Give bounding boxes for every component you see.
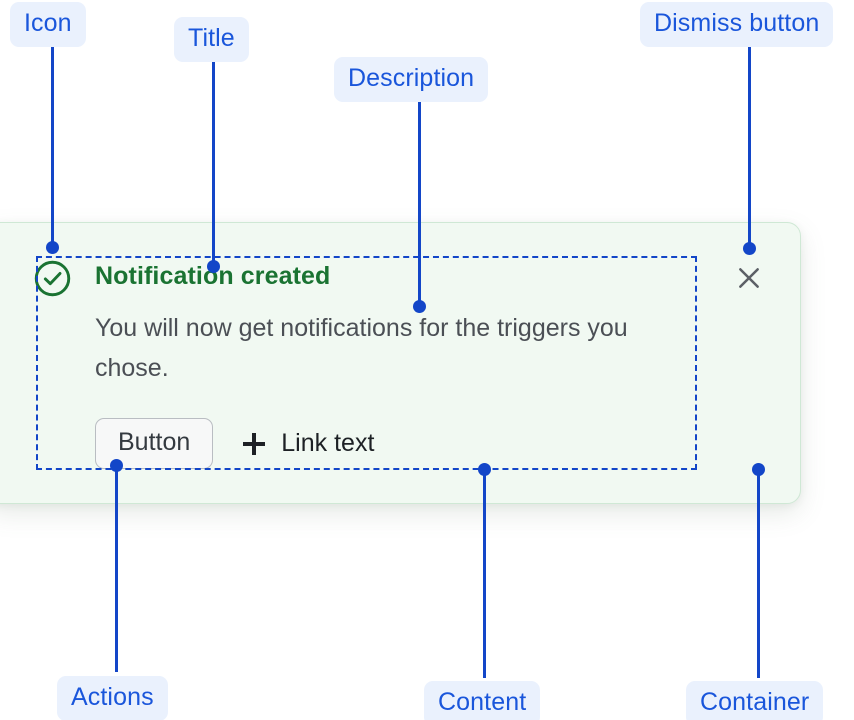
connector-dot-title bbox=[207, 260, 220, 273]
connector-line-dismiss bbox=[748, 45, 751, 248]
annotation-label-dismiss: Dismiss button bbox=[640, 2, 834, 47]
success-check-circle-icon bbox=[33, 259, 72, 298]
close-icon bbox=[739, 268, 759, 288]
annotation-label-description: Description bbox=[334, 57, 489, 102]
connector-dot-container bbox=[752, 463, 765, 476]
connector-line-title bbox=[212, 60, 215, 266]
annotation-label-icon: Icon bbox=[10, 2, 86, 47]
annotation-label-content: Content bbox=[424, 681, 541, 720]
annotation-label-title: Title bbox=[174, 17, 249, 62]
annotation-label-actions: Actions bbox=[57, 676, 168, 720]
action-button[interactable]: Button bbox=[95, 418, 214, 469]
connector-line-container bbox=[757, 474, 760, 678]
connector-dot-dismiss bbox=[743, 242, 756, 255]
dismiss-button[interactable] bbox=[733, 262, 765, 294]
annotation-label-container: Container bbox=[686, 681, 824, 720]
connector-dot-icon bbox=[46, 241, 59, 254]
alert-description: You will now get notifications for the t… bbox=[95, 314, 628, 382]
plus-icon bbox=[243, 432, 266, 455]
connector-line-description bbox=[418, 100, 421, 306]
connector-line-icon bbox=[51, 45, 54, 247]
connector-line-actions bbox=[115, 470, 118, 672]
connector-dot-content bbox=[478, 463, 491, 476]
action-link[interactable]: Link text bbox=[243, 431, 374, 456]
connector-dot-actions bbox=[110, 459, 123, 472]
alert-actions: Button Link text bbox=[95, 418, 374, 469]
action-link-label: Link text bbox=[281, 429, 375, 457]
connector-line-content bbox=[483, 474, 486, 678]
connector-dot-description bbox=[413, 300, 426, 313]
